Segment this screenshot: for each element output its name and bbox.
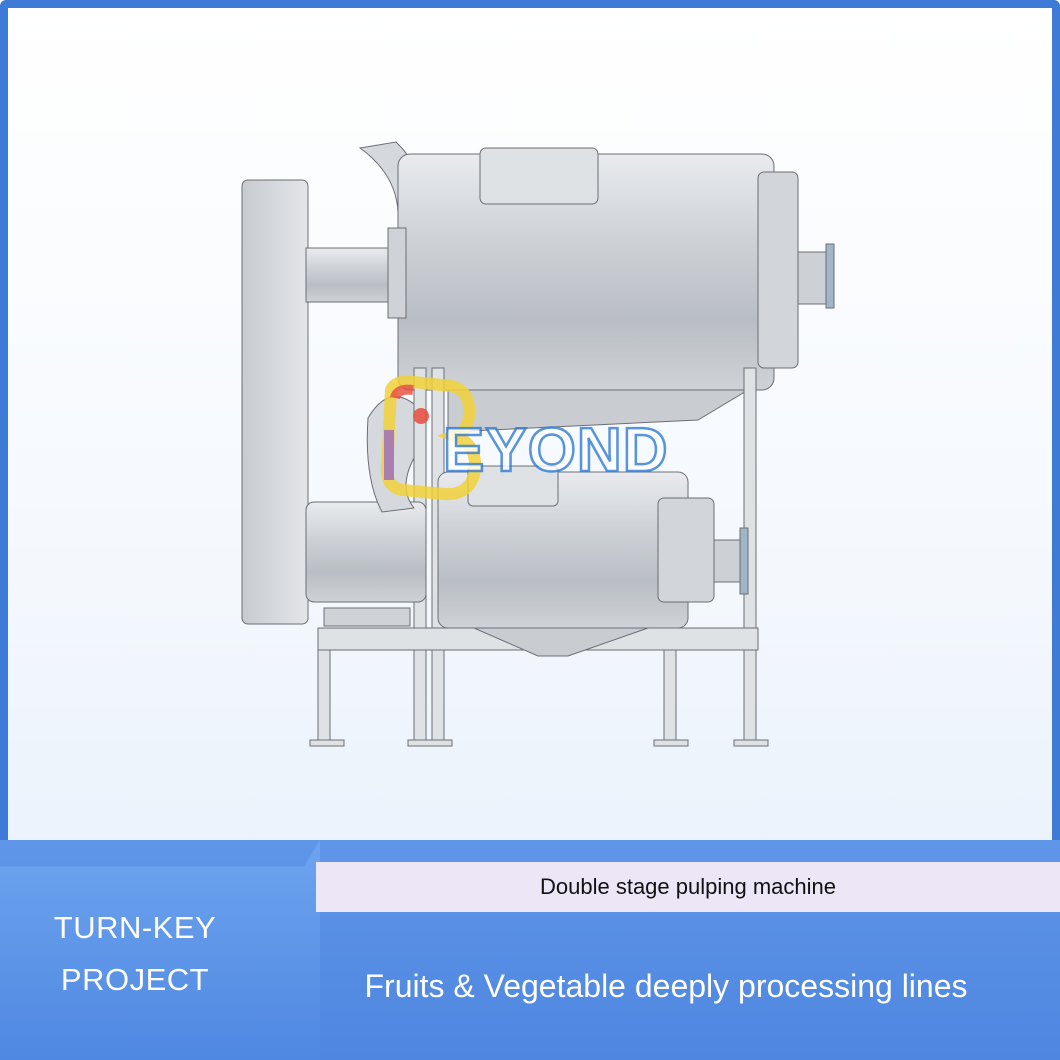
beyond-logo: EYOND <box>373 370 733 510</box>
lower-drum <box>437 465 749 629</box>
turnkey-panel: TURN-KEY PROJECT <box>0 840 320 1060</box>
turnkey-line-1: TURN-KEY <box>53 910 217 945</box>
bottom-banner: TURN-KEY PROJECT Double stage pulping ma… <box>0 840 1060 1060</box>
belt-guard <box>241 179 309 625</box>
motor <box>305 501 427 627</box>
product-tagline: Fruits & Vegetable deeply processing lin… <box>364 968 968 1004</box>
logo-text: EYOND <box>442 415 669 487</box>
upper-drum <box>387 147 835 391</box>
turnkey-line-2: PROJECT <box>60 962 210 997</box>
pulping-machine-drawing <box>228 128 908 768</box>
product-caption: Double stage pulping machine <box>316 862 1060 912</box>
